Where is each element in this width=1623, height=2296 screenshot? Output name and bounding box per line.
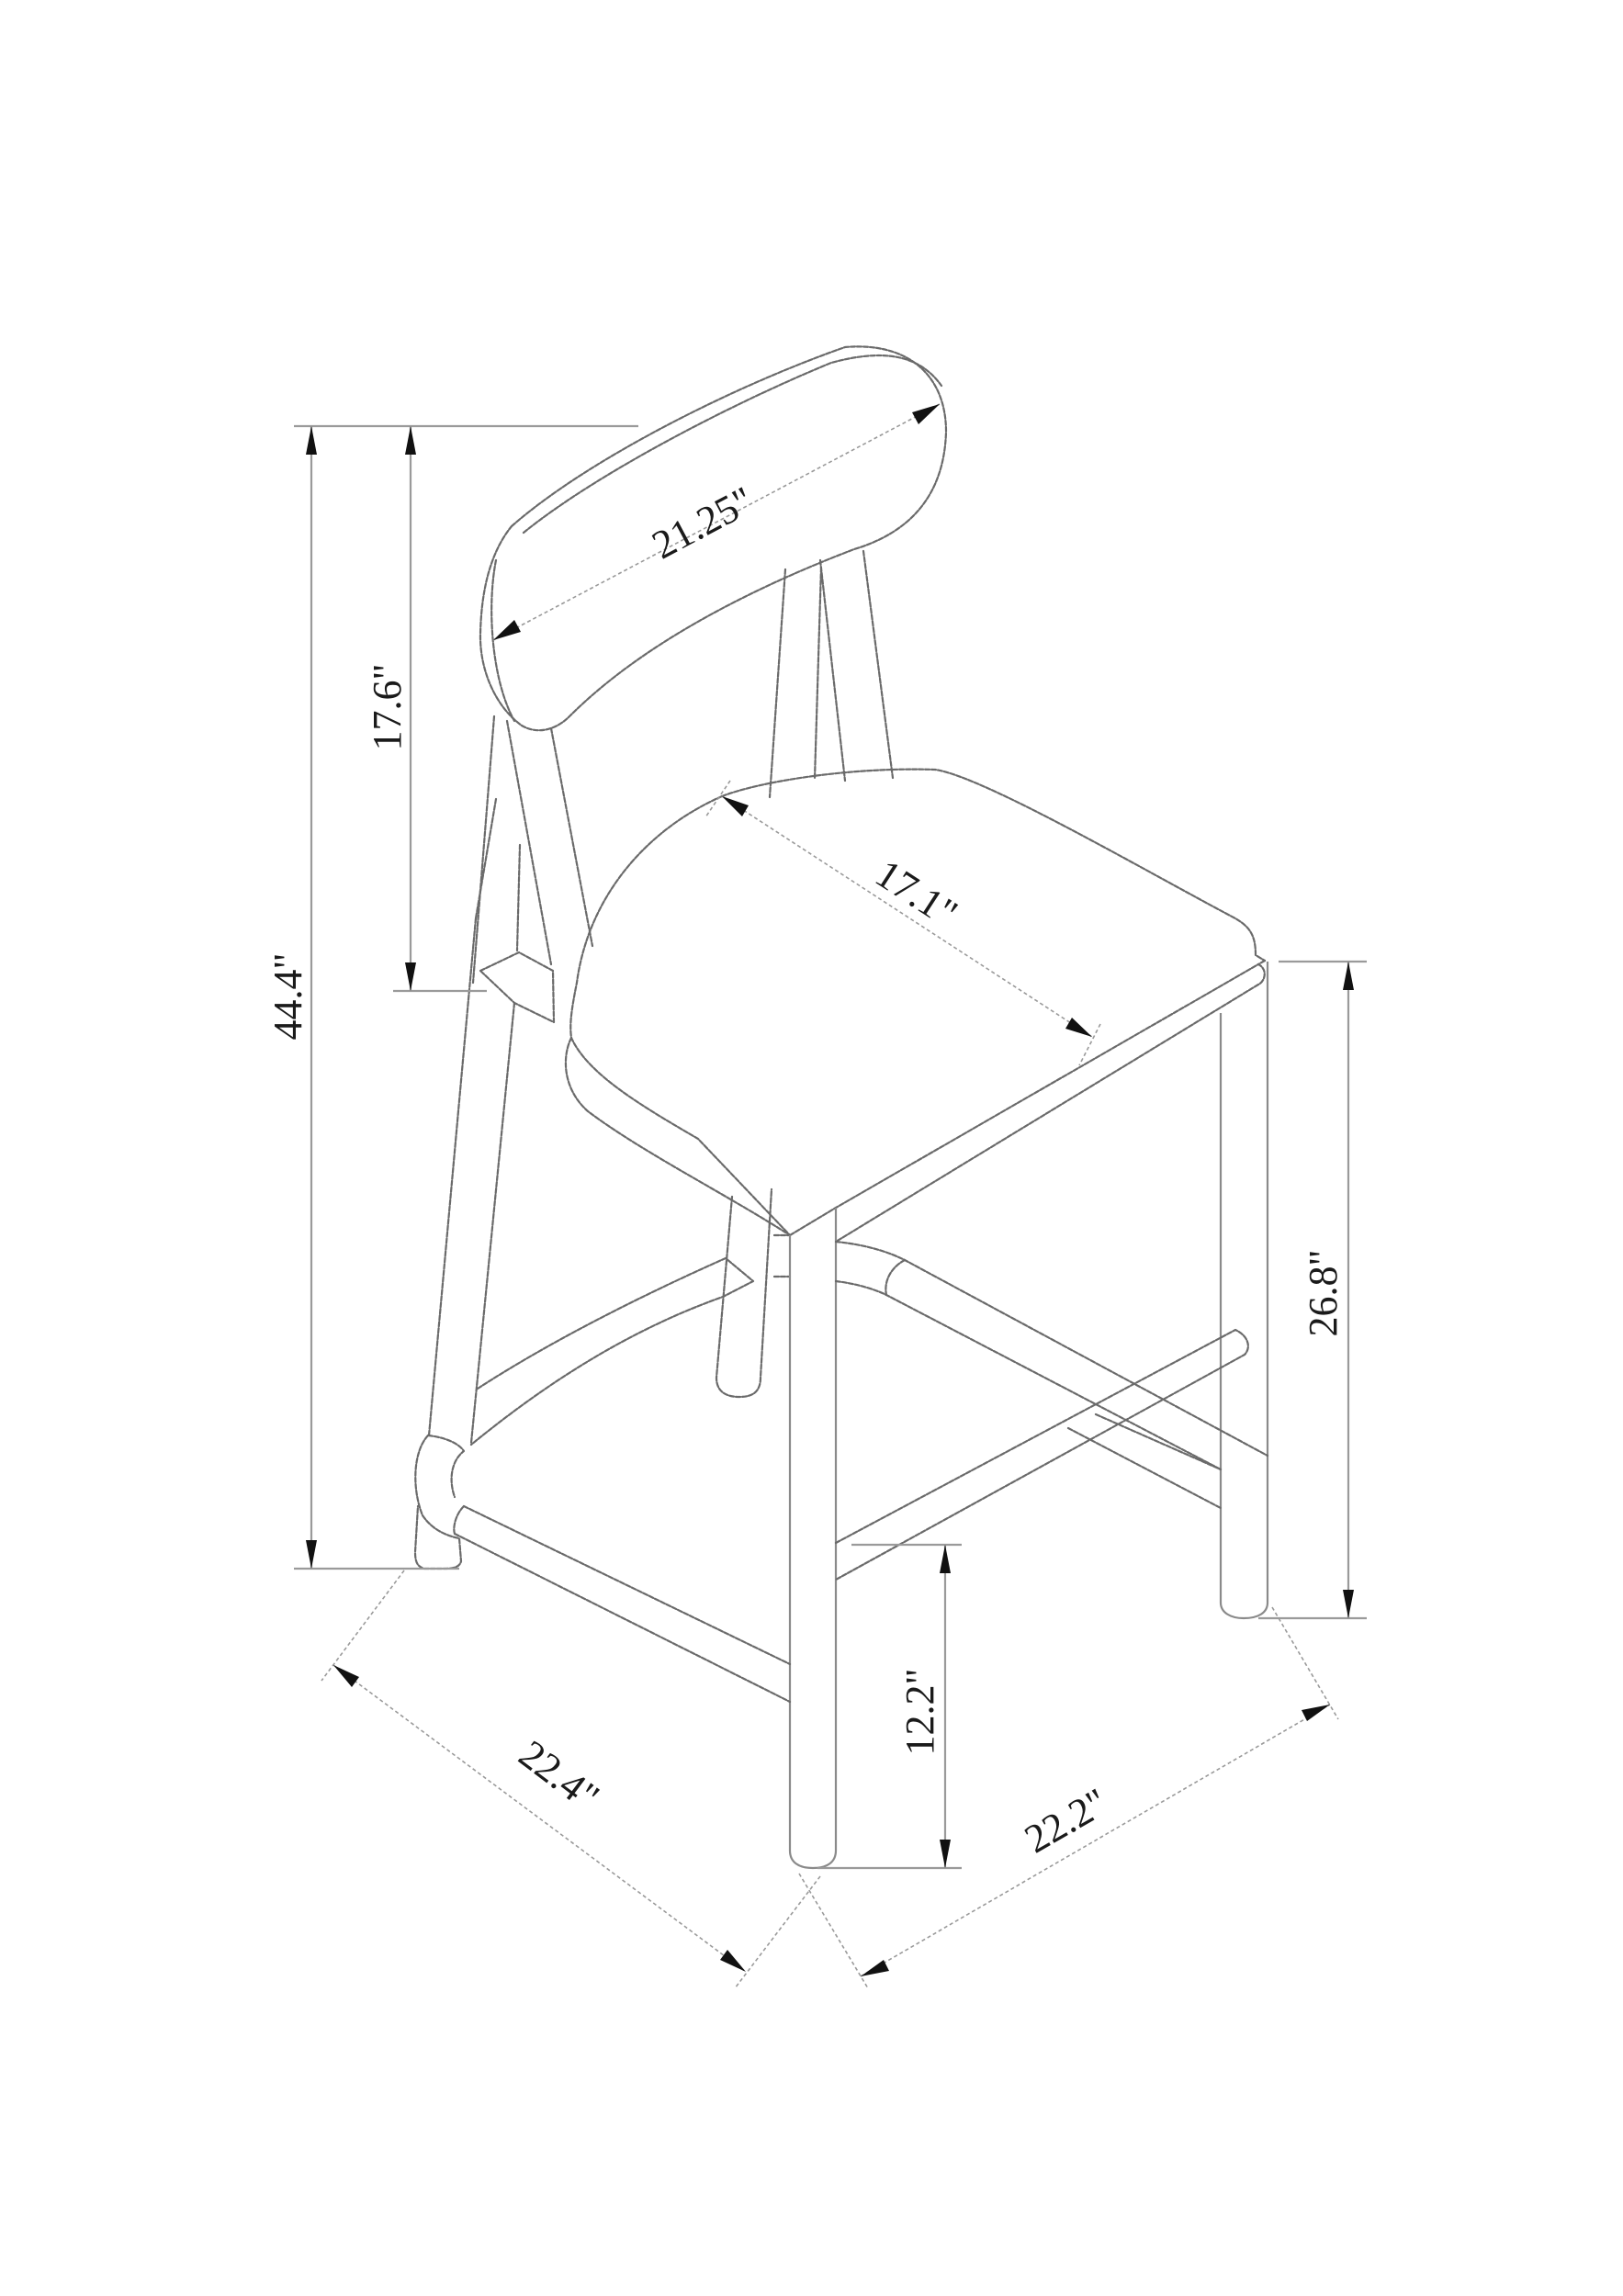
- dim-footrest-height: 12.2": [817, 1543, 962, 1870]
- footrest: [453, 1504, 792, 1704]
- left-curved-rail: [469, 1256, 755, 1446]
- label-overall-height: 44.4": [265, 953, 310, 1041]
- label-backrest-height: 17.6": [365, 664, 410, 751]
- dim-overall-height: 44.4": [265, 424, 638, 1570]
- back-bracket: [479, 951, 556, 1024]
- dim-backrest-width: 21.25": [492, 403, 941, 641]
- seat: [564, 768, 1267, 1244]
- dim-base-width: 22.2": [798, 1606, 1339, 1989]
- front-leg: [788, 1208, 838, 1870]
- front-right-leg: [1219, 962, 1269, 1620]
- label-base-width: 22.2": [1017, 1779, 1115, 1862]
- backrest-posts: [471, 549, 895, 985]
- backrest: [479, 345, 948, 732]
- label-base-depth: 22.4": [511, 1731, 607, 1819]
- back-right-leg: [715, 1187, 792, 1399]
- back-left-leg: [413, 797, 516, 1570]
- stool-outline: [413, 345, 1269, 1870]
- stretchers: [834, 1240, 1269, 1581]
- dim-seat-depth: 17.1": [704, 780, 1101, 1066]
- dim-seat-height: 26.8": [1258, 960, 1367, 1620]
- label-footrest-height: 12.2": [897, 1669, 942, 1756]
- label-seat-height: 26.8": [1301, 1250, 1346, 1337]
- dim-backrest-height: 17.6": [365, 426, 487, 993]
- dimension-lines: 44.4" 17.6" 21.25" 17.1": [265, 403, 1367, 1989]
- label-backrest-width: 21.25": [645, 478, 761, 568]
- dim-base-depth: 22.4": [321, 1570, 821, 1989]
